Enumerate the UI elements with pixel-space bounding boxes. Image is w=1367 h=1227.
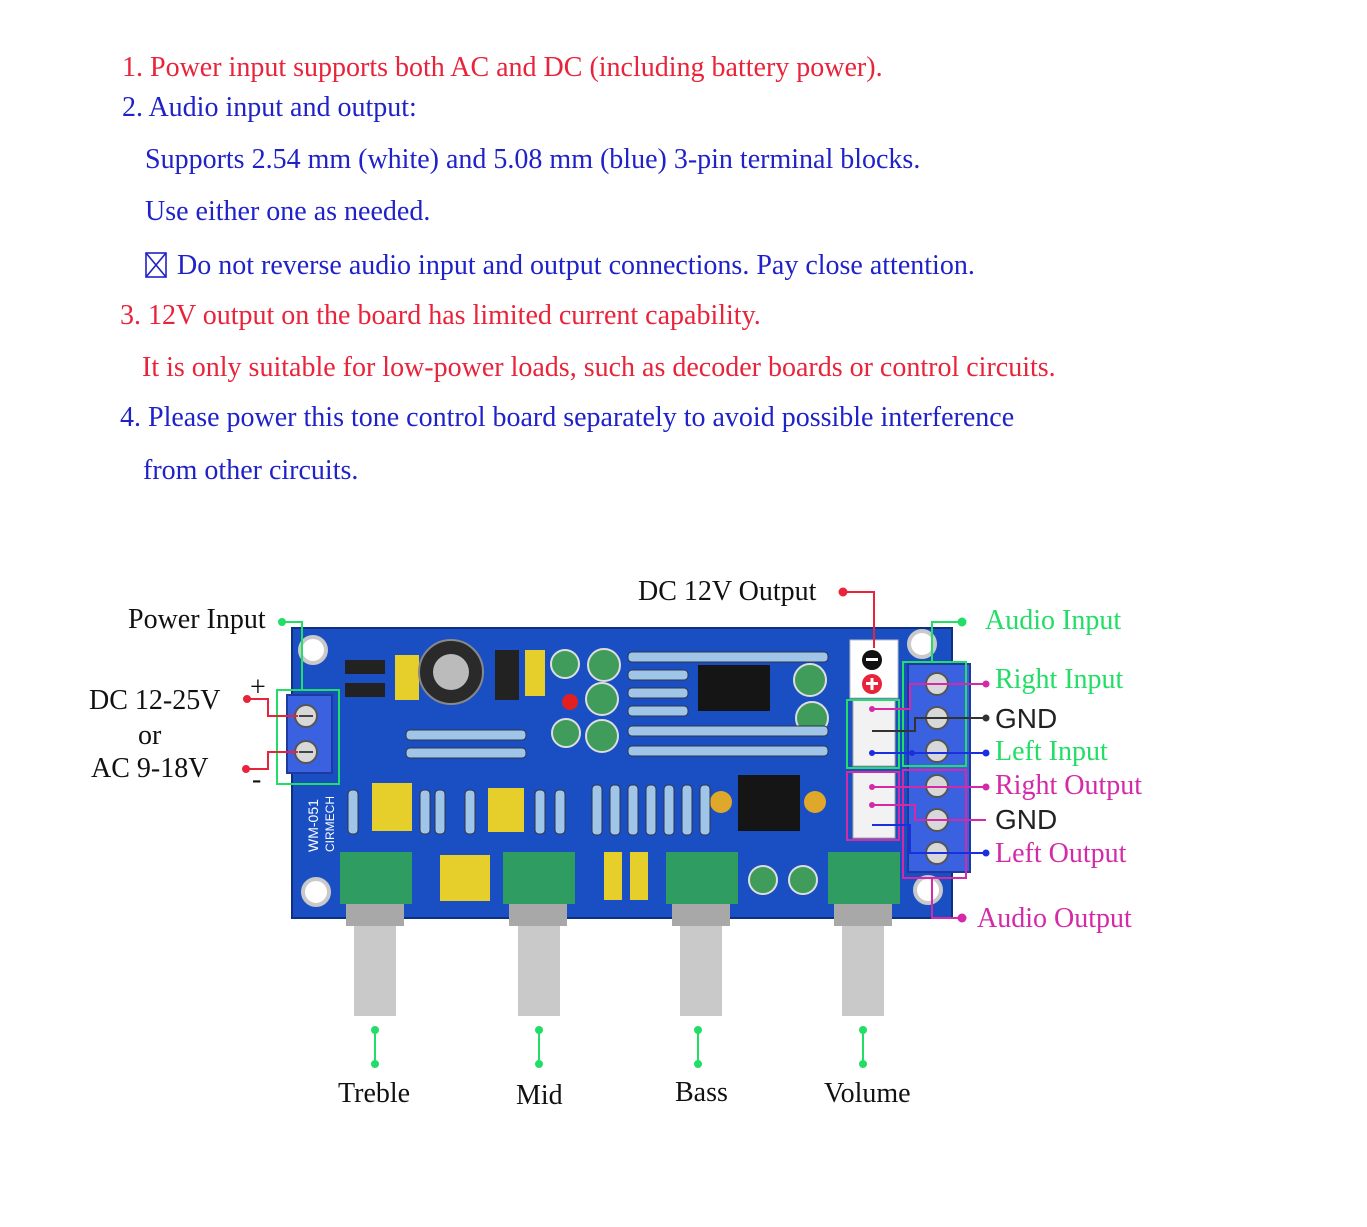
power-input-highlight — [276, 689, 340, 785]
pin-leaders — [869, 680, 990, 857]
audio-input-leader — [931, 617, 967, 662]
right-output-label: Right Output — [995, 770, 1143, 801]
audio-terminal-block — [907, 663, 971, 873]
ac-range-label: AC 9-18V — [91, 753, 209, 784]
knob-leaders — [371, 1026, 867, 1068]
power-polarity-leaders — [242, 695, 298, 773]
plus-label: + — [250, 672, 266, 703]
audio-output-label: Audio Output — [977, 903, 1132, 934]
audio-output-leader — [931, 878, 967, 923]
warning-box-icon — [145, 252, 167, 278]
mid-label: Mid — [516, 1080, 563, 1111]
gnd-input-label: GND — [995, 703, 1058, 734]
dc-output-leader — [838, 587, 875, 648]
dc-output-connector — [849, 639, 899, 699]
treble-label: Treble — [338, 1078, 411, 1109]
minus-label: - — [252, 764, 262, 795]
audio-input-highlight — [902, 661, 967, 767]
board-brand-text: CIRMECH — [323, 796, 337, 852]
dc-range-label: DC 12-25V — [89, 685, 221, 716]
potentiometers — [340, 852, 900, 1016]
left-input-label: Left Input — [995, 736, 1108, 767]
right-input-label: Right Input — [995, 664, 1124, 695]
dc-output-label: DC 12V Output — [638, 576, 817, 607]
audio-input-white-highlight — [846, 699, 900, 769]
note-3-detail: It is only suitable for low-power loads,… — [142, 352, 1056, 383]
note-1: 1. Power input supports both AC and DC (… — [122, 52, 883, 83]
board-model-text: WM-051 — [305, 799, 321, 852]
or-label: or — [138, 720, 162, 751]
note-2-detail-a: Supports 2.54 mm (white) and 5.08 mm (bl… — [145, 144, 921, 175]
bass-label: Bass — [675, 1077, 728, 1108]
note-2-warning: Do not reverse audio input and output co… — [145, 250, 975, 282]
note-2-warning-text: Do not reverse audio input and output co… — [177, 250, 975, 281]
audio-input-label: Audio Input — [985, 605, 1122, 636]
gnd-output-label: GND — [995, 804, 1058, 835]
note-2: 2. Audio input and output: — [122, 92, 417, 123]
resistor-rows — [347, 651, 829, 836]
note-3: 3. 12V output on the board has limited c… — [120, 300, 761, 331]
power-input-label: Power Input — [128, 604, 266, 635]
note-4-detail: from other circuits. — [143, 455, 359, 486]
left-output-label: Left Output — [995, 838, 1127, 869]
note-4: 4. Please power this tone control board … — [120, 402, 1015, 433]
power-input-leader — [278, 618, 303, 690]
components-top — [345, 639, 829, 901]
power-terminal-block — [286, 694, 333, 774]
volume-label: Volume — [824, 1078, 911, 1109]
note-2-detail-b: Use either one as needed. — [145, 196, 431, 227]
mounting-holes — [298, 629, 943, 907]
